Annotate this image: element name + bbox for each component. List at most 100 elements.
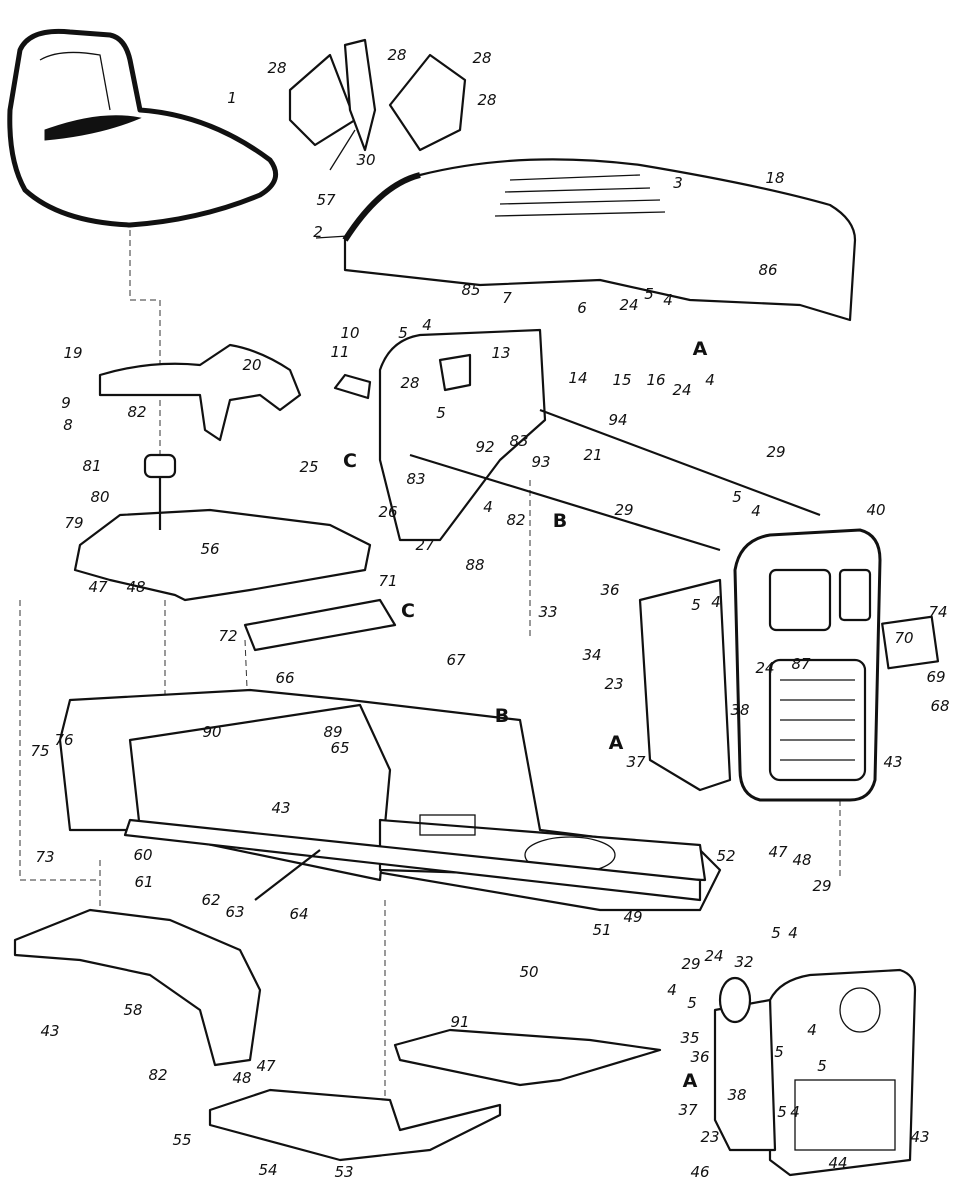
part-callout: 5 (691, 596, 701, 614)
part-callout: 82 (127, 403, 146, 421)
seat (7, 28, 279, 228)
part-callout: 30 (356, 151, 375, 169)
part-callout: 52 (716, 847, 735, 865)
part-callout: 91 (450, 1013, 469, 1031)
part-callout: 68 (930, 697, 949, 715)
part-callout: 67 (446, 651, 466, 669)
part-callout: 82 (506, 511, 525, 529)
part-callout: 79 (64, 514, 83, 532)
part-callout: 66 (275, 669, 294, 687)
part-callout: 90 (202, 723, 221, 741)
part-callout: 18 (765, 169, 784, 187)
part-callout: 65 (330, 739, 349, 757)
section-marker: B (553, 510, 567, 532)
part-callout: 64 (289, 905, 308, 923)
part-callout: 93 (531, 453, 550, 471)
part-callout: 6 (577, 299, 587, 317)
part-callout: 24 (704, 947, 723, 965)
part-callout: 37 (678, 1101, 698, 1119)
part-callout: 37 (626, 753, 646, 771)
part-callout: 85 (461, 281, 480, 299)
part-callout: 33 (538, 603, 557, 621)
part-callout: 24 (755, 659, 774, 677)
part-callout: 75 (30, 742, 49, 760)
part-callout: 56 (200, 540, 219, 558)
part-callout: 4 (483, 498, 493, 516)
part-callout: 4 (790, 1103, 800, 1121)
fuel-cap (143, 453, 177, 530)
part-callout: 38 (730, 701, 749, 719)
section-marker: A (693, 338, 708, 360)
footboard (208, 1088, 502, 1162)
part-callout: 5 (817, 1057, 827, 1075)
part-callout: 16 (646, 371, 665, 389)
part-callout: 2 (313, 223, 323, 241)
part-callout: 43 (271, 799, 290, 817)
part-callout: 70 (894, 629, 913, 647)
part-callout: 53 (334, 1163, 353, 1181)
part-callout: 4 (705, 371, 715, 389)
part-callout: 51 (592, 921, 611, 939)
pedal-brackets (288, 38, 467, 171)
part-callout: 82 (148, 1066, 167, 1084)
part-callout: 47 (768, 843, 788, 861)
part-callout: 28 (267, 59, 286, 77)
part-callout: 14 (568, 369, 587, 387)
part-callout: 44 (828, 1154, 847, 1172)
grille (638, 528, 940, 802)
part-callout: 19 (63, 344, 82, 362)
part-callout: 28 (477, 91, 496, 109)
part-callout: 13 (491, 344, 510, 362)
part-callout: 71 (378, 572, 397, 590)
part-callout: 4 (711, 593, 721, 611)
part-callout: 81 (82, 457, 101, 475)
part-callout: 73 (35, 848, 54, 866)
part-callout: 4 (751, 502, 761, 520)
part-callout: 24 (672, 381, 691, 399)
part-callout: 5 (777, 1103, 787, 1121)
part-callout: 28 (400, 374, 419, 392)
part-callout: 43 (910, 1128, 929, 1146)
part-callout: 43 (883, 753, 902, 771)
fender (13, 908, 262, 1067)
part-callout: 48 (126, 578, 145, 596)
grille-alt (713, 968, 917, 1177)
part-callout: 50 (519, 963, 538, 981)
part-callout: 48 (232, 1069, 251, 1087)
part-callout: 43 (40, 1022, 59, 1040)
part-callout: 5 (644, 285, 654, 303)
part-callout: 60 (133, 846, 152, 864)
part-callout: 92 (475, 438, 494, 456)
section-marker: C (343, 450, 357, 472)
part-callout: 28 (472, 49, 491, 67)
foot-mat (393, 1028, 662, 1087)
part-callout: 11 (330, 343, 349, 361)
part-callout: 83 (406, 470, 425, 488)
part-callout: 38 (727, 1086, 746, 1104)
part-callout: 28 (387, 46, 406, 64)
part-callout: 5 (774, 1043, 784, 1061)
part-callout: 89 (323, 723, 342, 741)
part-callout: 87 (791, 655, 811, 673)
part-callout: 76 (54, 731, 73, 749)
part-callout: 34 (582, 646, 601, 664)
section-marker: C (401, 600, 415, 622)
part-callout: 80 (90, 488, 109, 506)
part-callout: 4 (667, 981, 677, 999)
part-callout: 5 (732, 488, 742, 506)
floor-plate (73, 508, 372, 602)
part-callout: 3 (673, 174, 683, 192)
section-marker: A (609, 732, 624, 754)
part-callout: 15 (612, 371, 631, 389)
part-callout: 4 (422, 316, 432, 334)
part-callout: 55 (172, 1131, 191, 1149)
part-callout: 29 (766, 443, 785, 461)
part-callout: 61 (134, 873, 153, 891)
part-callout: 4 (807, 1021, 817, 1039)
part-callout: 29 (681, 955, 700, 973)
part-callout: 86 (758, 261, 777, 279)
section-marker: A (683, 1070, 698, 1092)
part-callout: 48 (792, 851, 811, 869)
